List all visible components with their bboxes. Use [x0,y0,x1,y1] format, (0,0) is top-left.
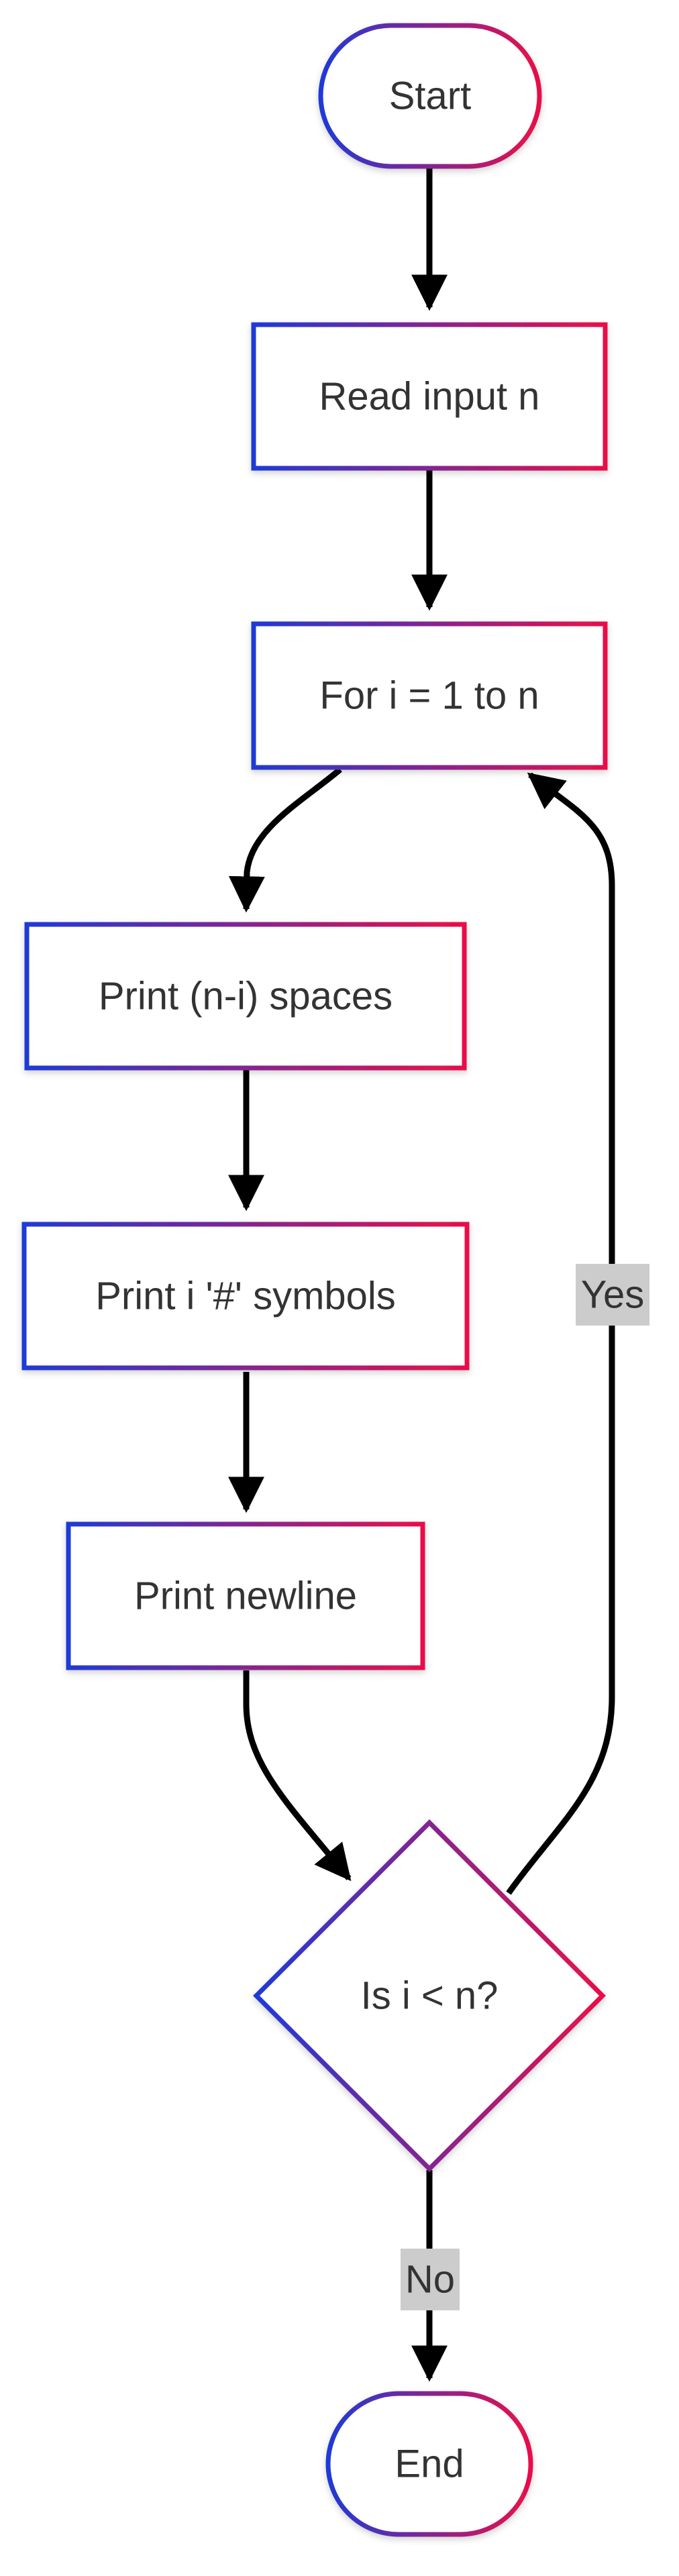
edge-decision-yes-to-for [506,772,615,1895]
edge-newline-to-decision [243,1670,352,1882]
node-read-input-label: Read input n [319,375,540,419]
node-print-newline-label: Print newline [134,1574,357,1618]
edge-label-no: No [401,2249,460,2310]
node-print-newline: Print newline [66,1521,425,1670]
node-for-loop-label: For i = 1 to n [319,674,539,718]
node-print-spaces-label: Print (n-i) spaces [99,975,393,1018]
edge-label-yes-text: Yes [581,1273,645,1317]
edges-group [228,168,615,2382]
node-end-label: End [395,2443,464,2486]
node-start-label: Start [389,74,472,118]
node-for-loop: For i = 1 to n [251,621,608,770]
node-print-spaces: Print (n-i) spaces [24,922,467,1071]
node-read-input: Read input n [251,322,608,471]
node-print-symbols-label: Print i '#' symbols [95,1275,396,1318]
edge-label-yes: Yes [576,1264,649,1326]
node-start: Start [318,23,542,169]
node-print-symbols: Print i '#' symbols [21,1222,470,1371]
edge-label-no-text: No [405,2258,455,2302]
node-end: End [325,2391,533,2537]
edge-for-to-spaces [228,767,342,913]
node-decision: Is i < n? [253,1819,606,2172]
node-decision-label: Is i < n? [361,1974,499,2018]
